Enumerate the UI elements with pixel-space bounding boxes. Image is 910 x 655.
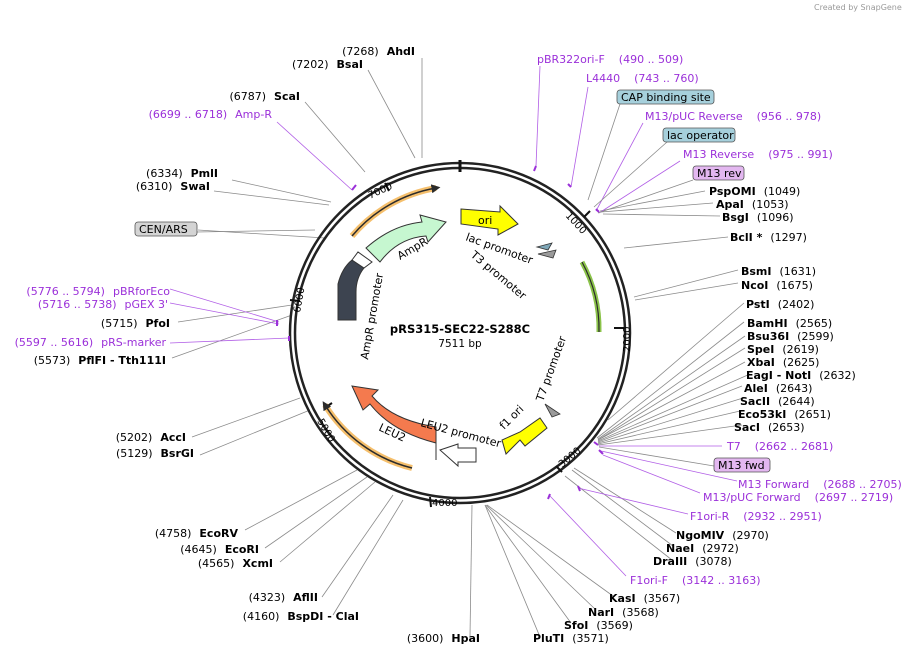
- box-cap-binding-site[interactable]: CAP binding site: [616, 89, 715, 105]
- enzyme-xbai: XbaI(2625): [747, 356, 819, 369]
- enzyme-kasi: KasI(3567): [609, 592, 680, 605]
- enzyme-bamhi: BamHI(2565): [747, 317, 832, 330]
- enzyme-draiii: DraIII(3078): [653, 555, 732, 568]
- enzyme-bsmi: BsmI(1631): [741, 265, 816, 278]
- enzyme-bsgi: BsgI(1096): [722, 211, 793, 224]
- box-lac-operator[interactable]: lac operator: [662, 127, 736, 143]
- enzyme-pspomi: PspOMI(1049): [709, 185, 800, 198]
- plasmid-length: 7511 bp: [438, 338, 482, 350]
- enzyme-nari: NarI(3568): [588, 606, 659, 619]
- tick-4000: 4000: [432, 498, 457, 509]
- enzyme-afliii: (4323)AflII: [249, 591, 318, 604]
- svg-text:CEN/ARS: CEN/ARS: [139, 223, 188, 236]
- primer-f1ori-f: F1ori-F(3142 .. 3163): [630, 574, 761, 587]
- tick-2000: 2000: [622, 327, 633, 352]
- enzyme-bsu36i: Bsu36I(2599): [747, 330, 834, 343]
- enzyme-ecorv: (4758)EcoRV: [155, 527, 239, 540]
- green-arc: [579, 260, 602, 333]
- enzyme-sacii: SacII(2644): [740, 395, 815, 408]
- primer-f1ori-r: F1ori-R(2932 .. 2951): [690, 510, 822, 523]
- ampr-promoter-label: AmpR promoter: [358, 272, 386, 361]
- svg-text:M13 fwd: M13 fwd: [718, 459, 765, 472]
- primer-amp-r: (6699 .. 6718)Amp-R: [149, 108, 273, 121]
- enzyme-hpai: (3600)HpaI: [407, 632, 480, 645]
- primer-pbr322ori-f: pBR322ori-F(490 .. 509): [537, 53, 683, 66]
- t3-promoter-arrow: [537, 249, 557, 259]
- enzyme-ecori: (4645)EcoRI: [180, 543, 259, 556]
- primer-pbrforeco: (5776 .. 5794)pBRforEco: [26, 285, 170, 298]
- enzyme-labels-right: PspOMI(1049) ApaI(1053) BsgI(1096) BclI …: [533, 185, 856, 645]
- enzyme-pmli: (6334)PmlI: [146, 167, 218, 180]
- box-m13-fwd[interactable]: M13 fwd: [713, 457, 771, 473]
- enzyme-ngomiv: NgoMIV(2970): [676, 529, 769, 542]
- enzyme-psti: PstI(2402): [746, 298, 814, 311]
- enzyme-scai: (6787)ScaI: [229, 90, 300, 103]
- enzyme-eagi-noti: EagI - NotI(2632): [746, 369, 856, 382]
- leu2-arrow: [351, 385, 437, 460]
- enzyme-ahdi: (7268)AhdI: [342, 45, 415, 58]
- primer-labels: pBR322ori-F(490 .. 509) L4440(743 .. 760…: [15, 53, 902, 587]
- enzyme-ncoi: NcoI(1675): [741, 279, 813, 292]
- svg-text:lac operator: lac operator: [667, 129, 734, 142]
- t7-promoter-arrow: [544, 403, 561, 418]
- f1-ori-arrow: [501, 417, 548, 455]
- primer-marks: [276, 165, 604, 500]
- primer-m13-reverse: M13 Reverse(975 .. 991): [683, 148, 833, 161]
- orange-arc-top-line: [351, 184, 441, 237]
- enzyme-apai: ApaI(1053): [716, 198, 788, 211]
- enzyme-bsai: (7202)BsaI: [292, 58, 363, 71]
- leu2-promoter-arrow: [439, 443, 477, 468]
- snapgene-credit: Created by SnapGene: [814, 3, 902, 12]
- enzyme-swai: (6310)SwaI: [136, 180, 210, 193]
- enzyme-xcmi: (4565)XcmI: [198, 557, 273, 570]
- tick-3000: 3000: [557, 446, 584, 471]
- enzyme-labels-left: (7268)AhdI (7202)BsaI (6787)ScaI (6334)P…: [34, 45, 480, 645]
- primer-m13-puc-reverse: M13/pUC Reverse(956 .. 978): [645, 110, 821, 123]
- orange-arc-bottom-line: [322, 401, 413, 469]
- box-m13-rev[interactable]: M13 rev: [692, 165, 745, 181]
- primer-t7: T7(2662 .. 2681): [726, 440, 833, 453]
- primer-m13-forward: M13 Forward(2688 .. 2705): [738, 478, 902, 491]
- enzyme-spei: SpeI(2619): [747, 343, 819, 356]
- box-connectors: [197, 103, 715, 467]
- plasmid-name: pRS315-SEC22-S288C: [390, 322, 530, 336]
- svg-text:M13 rev: M13 rev: [697, 167, 742, 180]
- enzyme-connectors: [171, 58, 751, 638]
- svg-text:CAP binding site: CAP binding site: [621, 91, 711, 104]
- ori-arrow: [460, 204, 519, 236]
- enzyme-acci: (5202)AccI: [116, 431, 186, 444]
- enzyme-bsrgi: (5129)BsrGI: [116, 447, 194, 460]
- enzyme-sfoi: SfoI(3569): [564, 619, 633, 632]
- t7-promoter-label: T7 promoter: [533, 334, 569, 404]
- primer-m13-puc-forward: M13/pUC Forward(2697 .. 2719): [703, 491, 893, 504]
- enzyme-eco53ki: Eco53kI(2651): [738, 408, 831, 421]
- ampr-promoter-block: [337, 259, 365, 321]
- enzyme-bcli: BclI *(1297): [730, 231, 807, 244]
- ori-label: ori: [478, 214, 492, 227]
- enzyme-alei: AleI(2643): [744, 382, 812, 395]
- primer-prs-marker: (5597 .. 5616)pRS-marker: [15, 336, 167, 349]
- ampr-promoter-arrow: [351, 251, 373, 269]
- primer-connectors: [169, 65, 738, 577]
- enzyme-pflfi-tth111i: (5573)PflFI - Tth111I: [34, 354, 166, 367]
- enzyme-pluti: PluTI(3571): [533, 632, 609, 645]
- enzyme-naei: NaeI(2972): [666, 542, 739, 555]
- f1-ori-label: f1 ori: [497, 403, 526, 432]
- green-arc-line: [581, 261, 600, 333]
- lac-promoter-arrow: [535, 242, 553, 251]
- primer-l4440: L4440(743 .. 760): [586, 72, 699, 85]
- tick-6000: 6000: [292, 287, 307, 314]
- ampr-arrow: [365, 214, 447, 263]
- box-cen-ars[interactable]: CEN/ARS: [134, 221, 198, 237]
- primer-pgex-3: (5716 .. 5738)pGEX 3': [38, 298, 168, 311]
- enzyme-saci: SacI(2653): [734, 421, 805, 434]
- enzyme-bspdi-clai: (4160)BspDI - ClaI: [243, 610, 359, 623]
- enzyme-pfoi: (5715)PfoI: [101, 317, 170, 330]
